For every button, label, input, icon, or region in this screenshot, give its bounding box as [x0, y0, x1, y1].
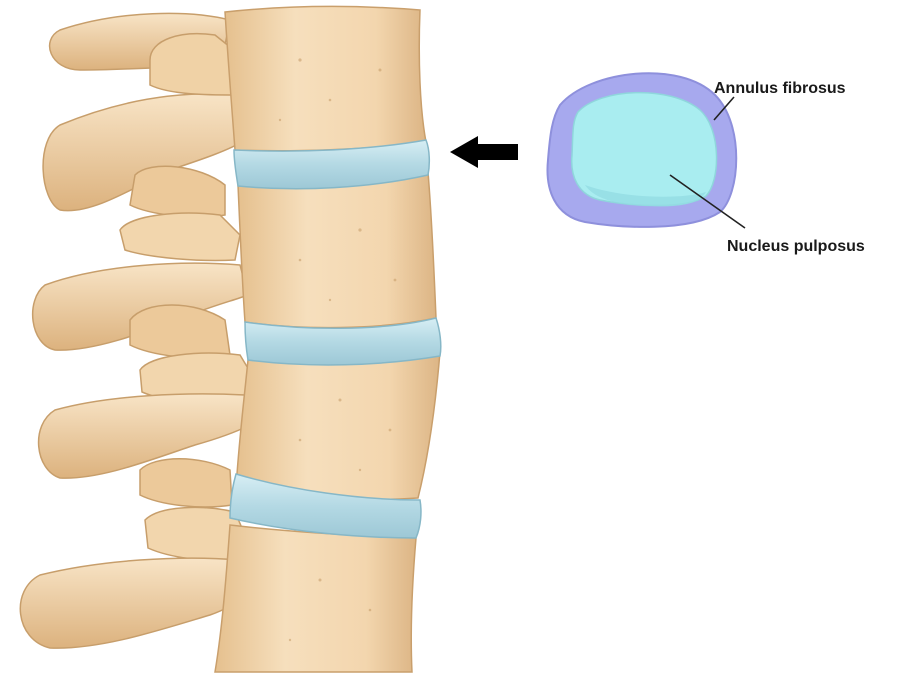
spinous-process-4 — [20, 558, 245, 648]
vertebral-body-1 — [225, 7, 426, 151]
articular-process-3b — [140, 459, 232, 507]
vertebral-body-4 — [215, 525, 416, 672]
articular-process-2b — [130, 305, 230, 358]
vertebral-body-2 — [238, 172, 436, 328]
left-arrow-icon — [450, 136, 518, 168]
articular-process-2 — [120, 213, 240, 260]
articular-process-1b — [130, 166, 225, 217]
disc-cross-section — [547, 73, 736, 227]
vertebral-processes — [20, 13, 255, 648]
annulus-fibrosus-label: Annulus fibrosus — [714, 80, 846, 98]
nucleus-pulposus-label: Nucleus pulposus — [727, 238, 865, 256]
vertebral-body-3 — [236, 352, 440, 500]
